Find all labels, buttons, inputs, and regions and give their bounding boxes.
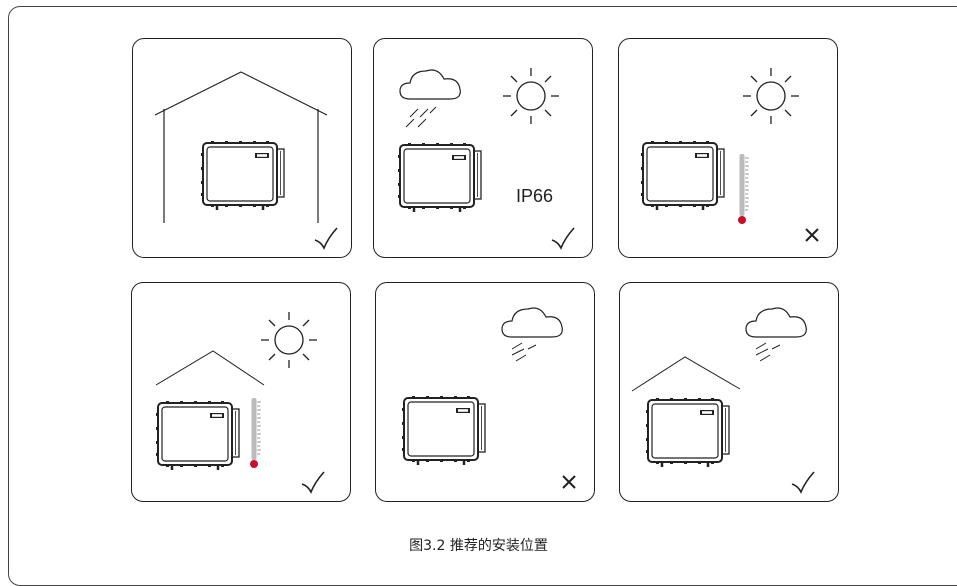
sun-icon — [502, 67, 560, 125]
inverter-icon — [199, 139, 286, 212]
thermometer-icon — [249, 397, 262, 469]
rain-icon — [405, 106, 437, 128]
thermometer-icon — [737, 153, 750, 225]
cloud-icon — [399, 69, 461, 100]
inverter-icon — [154, 399, 241, 472]
roof-line — [631, 356, 741, 392]
check-icon — [791, 471, 815, 493]
check-icon — [314, 227, 338, 249]
inverter-icon — [396, 141, 483, 214]
inverter-icon — [400, 394, 487, 467]
sun-icon — [260, 311, 318, 369]
roof-line — [154, 71, 328, 116]
rain-icon — [511, 342, 537, 362]
panel-shaded-roof-sun — [131, 282, 351, 502]
cloud-icon — [745, 307, 807, 338]
roof-line — [155, 350, 265, 386]
figure-caption: 图3.2 推荐的安装位置 — [409, 538, 548, 554]
inverter-icon — [644, 396, 731, 469]
panel-outdoor-rain-sun: IP66 — [373, 38, 593, 258]
check-icon — [301, 471, 325, 493]
panel-direct-sun-heat — [618, 38, 838, 258]
panel-shaded-roof-storm — [619, 282, 839, 502]
check-icon — [551, 227, 575, 249]
rain-icon — [755, 342, 781, 362]
cloud-icon — [501, 307, 563, 338]
inverter-icon — [639, 139, 726, 212]
cross-icon — [562, 475, 576, 489]
panel-indoor-house — [132, 38, 352, 258]
ip-rating-label: IP66 — [516, 186, 554, 206]
panel-outdoor-storm — [375, 282, 595, 502]
cross-icon — [805, 228, 819, 242]
sun-icon — [742, 67, 800, 125]
